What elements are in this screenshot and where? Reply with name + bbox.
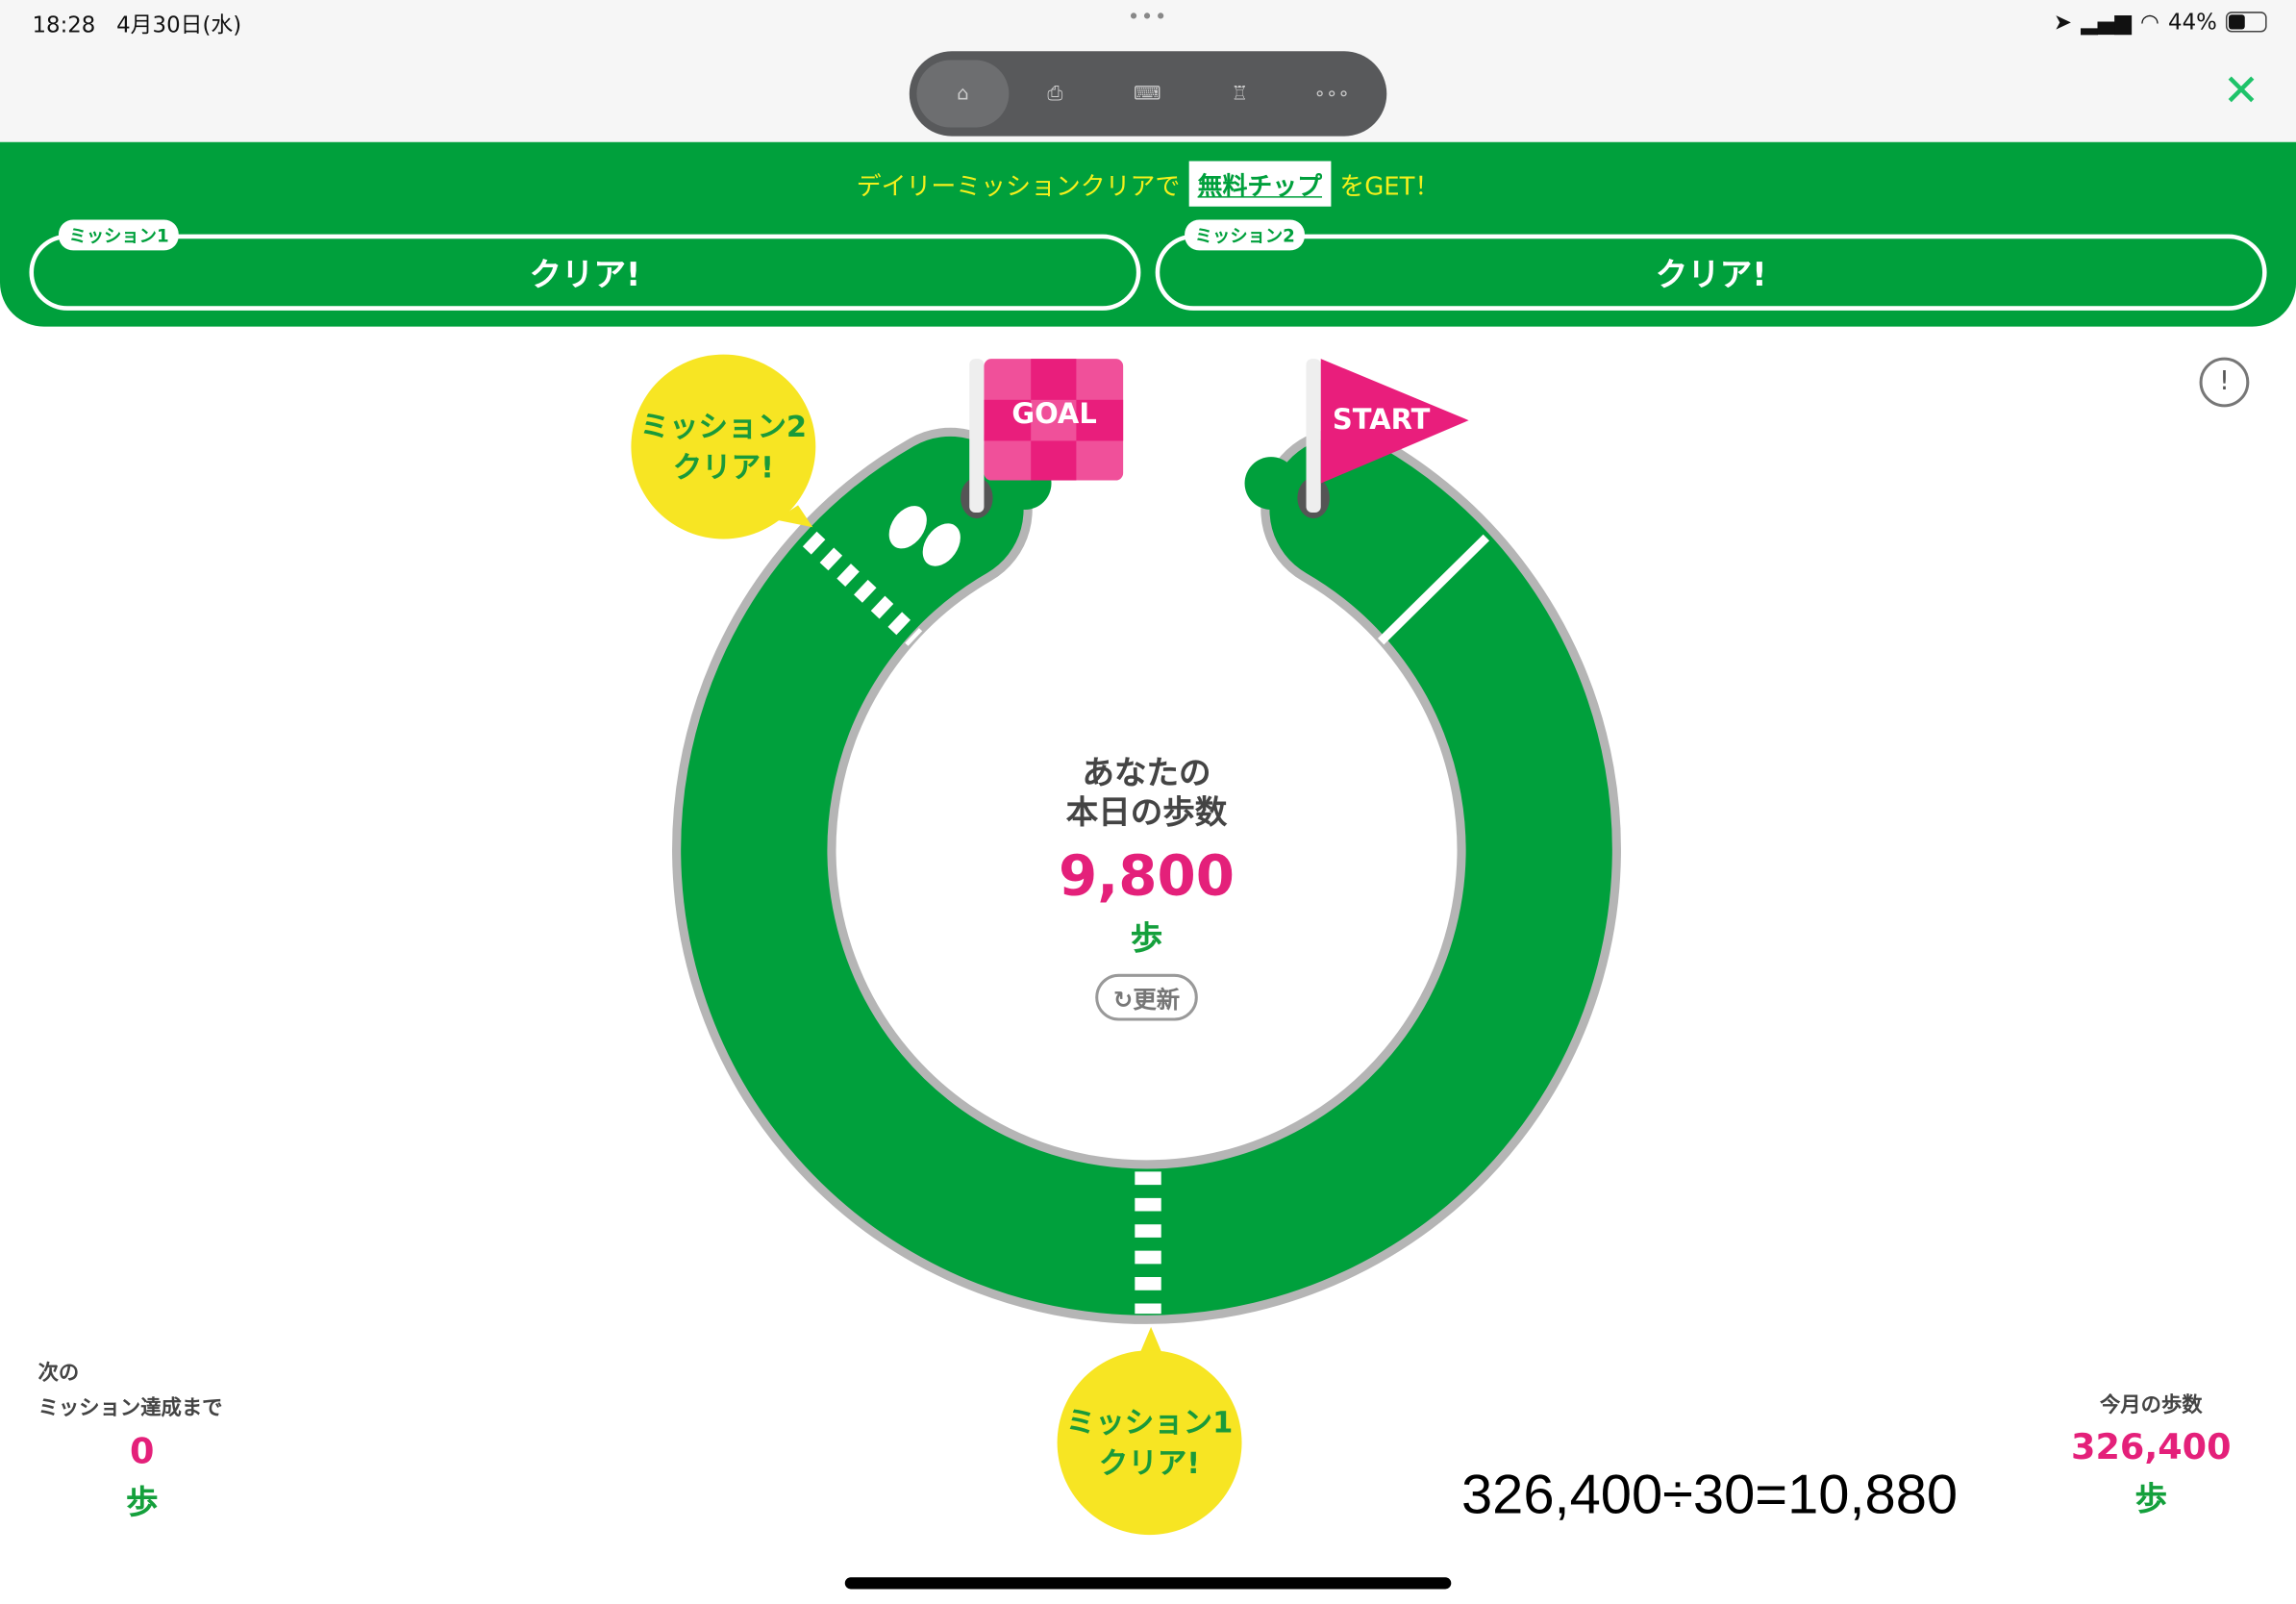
- wifi-icon: ◠: [2139, 9, 2159, 36]
- location-icon: ➤: [2053, 9, 2072, 36]
- next-mission-panel: 次の ミッション達成まで 0 歩: [38, 1356, 246, 1523]
- today-steps-unit: 歩: [1130, 920, 1163, 959]
- monthly-unit: 歩: [2134, 1482, 2168, 1519]
- status-indicators: ➤ ▂▄▆ ◠ 44%: [2053, 9, 2267, 36]
- mission-1-status: クリア!: [529, 258, 641, 295]
- home-icon: ⌂: [957, 83, 969, 105]
- info-icon: !: [2218, 365, 2230, 397]
- mission-1-clear-bubble: ミッション1 クリア!: [1057, 1350, 1242, 1536]
- battery-percent: 44%: [2168, 9, 2217, 36]
- multitasking-dots[interactable]: •••: [1127, 6, 1169, 30]
- mission-2-tag: ミッション2: [1185, 219, 1306, 251]
- mission-1-button[interactable]: クリア!: [29, 234, 1141, 311]
- today-title-1: あなたの: [1082, 755, 1211, 792]
- bubble-text: クリア!: [1098, 1445, 1201, 1481]
- mission-2-checker-line: [802, 531, 923, 646]
- goal-label: GOAL: [1011, 398, 1097, 431]
- start-label: START: [1332, 404, 1431, 437]
- more-icon: ∘∘∘: [1313, 83, 1350, 105]
- bubble-text: クリア!: [672, 449, 775, 486]
- mission-2-button[interactable]: クリア!: [1155, 234, 2267, 311]
- battery-icon: [2225, 12, 2267, 33]
- today-steps-panel: あなたの 本日の歩数 9,800 歩 ↻更新: [1000, 754, 1293, 1021]
- ranking-icon: ♖: [1231, 83, 1249, 105]
- refresh-label: 更新: [1133, 985, 1181, 1014]
- start-flag-icon: [1297, 359, 1469, 519]
- banner-suffix: をGET！: [1339, 172, 1440, 203]
- goal-flag-icon: [961, 359, 1124, 519]
- signal-icon: ▂▄▆: [2081, 9, 2132, 36]
- status-time: 18:28 4月30日(水): [32, 12, 242, 38]
- close-button[interactable]: ✕: [2223, 66, 2259, 117]
- banner-prefix: デイリーミッションクリアで: [856, 172, 1181, 203]
- next-mission-steps: 0: [129, 1430, 155, 1472]
- next-mission-unit: 歩: [125, 1485, 159, 1522]
- mission-2-status: クリア!: [1655, 258, 1767, 295]
- calculation-annotation: 326,400÷30=10,880: [1460, 1465, 1959, 1526]
- bubble-tail: [1138, 1326, 1163, 1355]
- next-mission-label-1: 次の: [37, 1362, 80, 1386]
- next-mission-label-2: ミッション達成まで: [37, 1396, 223, 1421]
- monthly-steps: 326,400: [2071, 1426, 2232, 1468]
- refresh-button[interactable]: ↻更新: [1095, 973, 1198, 1021]
- bubble-text: ミッション1: [1065, 1404, 1234, 1441]
- ranking-button[interactable]: ♖: [1193, 60, 1285, 127]
- bubble-text: ミッション2: [639, 408, 808, 444]
- chat-button[interactable]: ⌨: [1101, 60, 1193, 127]
- footprints-icon: [888, 506, 961, 566]
- banner-text: デイリーミッションクリアで無料チップをGET！: [0, 161, 2296, 207]
- info-button[interactable]: !: [2199, 357, 2250, 408]
- close-icon: ✕: [2222, 65, 2260, 117]
- today-title-2: 本日の歩数: [1065, 794, 1228, 833]
- home-indicator[interactable]: [844, 1577, 1452, 1590]
- inbox-button[interactable]: ⎙: [1009, 60, 1101, 127]
- start-line: [1377, 534, 1490, 645]
- monthly-steps-panel: 今月の歩数 326,400 歩: [2064, 1391, 2237, 1520]
- mission-2-clear-bubble: ミッション2 クリア!: [631, 354, 816, 539]
- refresh-icon: ↻: [1112, 985, 1134, 1014]
- free-chip-link[interactable]: 無料チップ: [1188, 161, 1332, 207]
- inbox-icon: ⎙: [1047, 83, 1063, 105]
- home-button[interactable]: ⌂: [916, 60, 1010, 128]
- app-toolbar: ⌂ ⎙ ⌨ ♖ ∘∘∘: [909, 51, 1387, 137]
- mission-1-tag: ミッション1: [58, 219, 180, 251]
- monthly-label: 今月の歩数: [2099, 1393, 2203, 1418]
- more-button[interactable]: ∘∘∘: [1285, 60, 1378, 127]
- chat-icon: ⌨: [1133, 83, 1161, 105]
- today-steps-value: 9,800: [1058, 843, 1235, 909]
